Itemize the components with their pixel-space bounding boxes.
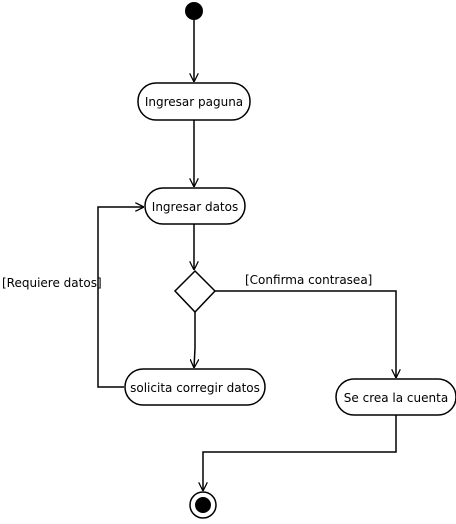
action-box <box>335 378 456 416</box>
edge-solicita-back-to-datos <box>97 207 144 388</box>
action-box <box>144 187 246 225</box>
action-solicita-corregir: solicita corregir datos <box>124 368 266 406</box>
action-ingresar-datos: Ingresar datos <box>144 187 246 225</box>
action-box <box>124 368 266 406</box>
edge-cuenta-to-final <box>203 415 397 491</box>
action-label: Se crea la cuenta <box>344 391 448 405</box>
final-node <box>189 491 217 519</box>
final-node-dot <box>195 497 211 513</box>
action-label: Ingresar datos <box>152 200 238 214</box>
edge-decision-to-solicita <box>194 312 195 368</box>
decision-node <box>173 269 217 314</box>
action-label: solicita corregir datos <box>130 381 260 395</box>
action-ingresar-pagina: Ingresar paguna <box>137 82 251 121</box>
guard-requiere-datos: [Requiere datos] <box>2 276 102 290</box>
initial-node <box>185 2 203 20</box>
action-se-crea-cuenta: Se crea la cuenta <box>335 378 456 416</box>
action-label: Ingresar paguna <box>145 95 243 109</box>
action-box <box>137 82 251 121</box>
edge-decision-to-cuenta <box>215 290 396 378</box>
guard-confirma-contrasea: [Confirma contrasea] <box>245 273 372 287</box>
